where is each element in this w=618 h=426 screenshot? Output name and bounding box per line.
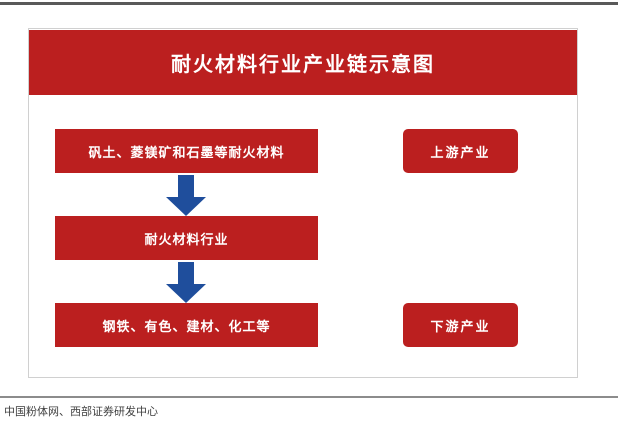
source-citation: 源：中国粉体网、西部证券研发中心 xyxy=(0,405,158,418)
figure-title-banner: 耐火材料行业产业链示意图 xyxy=(29,30,577,95)
chain-node-industry: 耐火材料行业 xyxy=(55,216,318,260)
top-divider-rule xyxy=(0,2,618,5)
chain-node-label: 矾土、菱镁矿和石墨等耐火材料 xyxy=(88,145,285,161)
arrow-down-icon xyxy=(164,262,208,304)
side-label-text: 下游产业 xyxy=(430,319,491,335)
side-label-downstream-sector: 下游产业 xyxy=(403,303,518,347)
chain-node-upstream-materials: 矾土、菱镁矿和石墨等耐火材料 xyxy=(55,129,318,173)
side-label-text: 上游产业 xyxy=(430,145,491,161)
side-label-upstream-sector: 上游产业 xyxy=(403,129,518,173)
figure-title: 耐火材料行业产业链示意图 xyxy=(171,52,435,76)
bottom-divider-rule xyxy=(0,396,618,398)
chain-node-label: 耐火材料行业 xyxy=(144,232,229,248)
arrow-down-icon xyxy=(164,175,208,217)
chain-node-label: 钢铁、有色、建材、化工等 xyxy=(102,319,271,335)
chain-node-downstream-users: 钢铁、有色、建材、化工等 xyxy=(55,303,318,347)
